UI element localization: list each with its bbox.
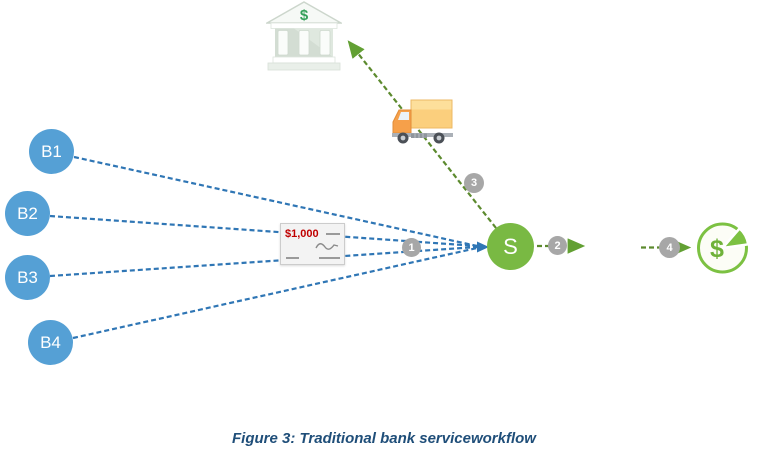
check-detail-line [326, 233, 340, 235]
bank-icon: $ [266, 1, 342, 71]
buyer-node-b1: B1 [29, 129, 74, 174]
buyer-label: B2 [17, 203, 38, 223]
bank-dollar-symbol: $ [300, 7, 309, 24]
step-badge-2: 2 [548, 236, 567, 255]
blue-arrowhead [477, 241, 489, 253]
check-detail-line [319, 257, 340, 259]
check-amount: $1,000 [285, 228, 319, 240]
buyer-label: B1 [41, 141, 62, 161]
buyer-node-b4: B4 [28, 320, 73, 365]
step-number: 4 [666, 241, 673, 254]
seller-label: S [503, 233, 518, 259]
bank-check-icon: $1,000 [280, 223, 345, 265]
step-number: 1 [408, 241, 415, 254]
money-dollar-symbol: $ [710, 235, 724, 263]
step-badge-3: 3 [464, 173, 484, 193]
check-detail-line [286, 257, 299, 259]
check-signature-squiggle [315, 243, 339, 250]
buyer-label: B4 [40, 332, 61, 352]
figure-caption: Figure 3: Traditional bank serviceworkfl… [232, 430, 536, 447]
buyer-label: B3 [17, 267, 38, 287]
buyer-node-b2: B2 [5, 191, 50, 236]
step-badge-1: 1 [402, 238, 421, 257]
step-number: 3 [470, 177, 478, 189]
buyer-node-b3: B3 [5, 255, 50, 300]
money-pie-icon: $ [697, 222, 750, 274]
seller-node: S [487, 223, 534, 270]
delivery-truck-icon [392, 99, 453, 144]
step-badge-4: 4 [659, 237, 680, 258]
line-b4-to-seller [72, 246, 478, 340]
step-number: 2 [554, 239, 561, 252]
line-b1-to-seller [73, 155, 478, 248]
